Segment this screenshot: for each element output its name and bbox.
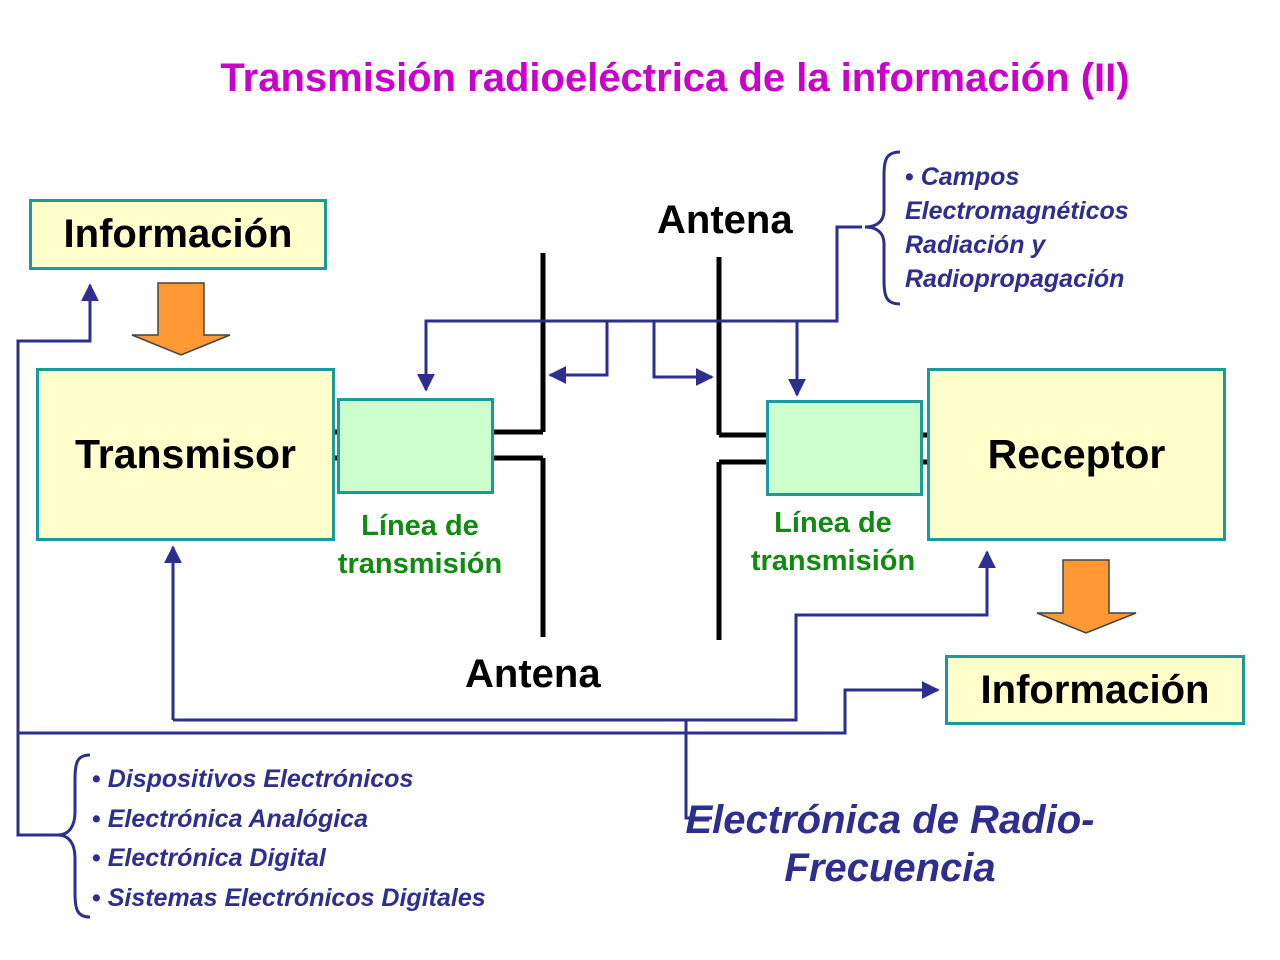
flow-arrow-down-icon: [1036, 559, 1137, 634]
list-item: Electromagnéticos: [905, 197, 1129, 225]
bottom-connectors: [16, 283, 996, 837]
information-source-box: Información: [29, 199, 327, 270]
list-item: • Campos: [905, 163, 1020, 191]
fields-notes-list: • Campos Electromagnéticos Radiación y R…: [905, 160, 1195, 296]
top-connectors: [417, 225, 862, 397]
information-source-label: Información: [63, 212, 293, 256]
antenna-label-bottom: Antena: [465, 652, 601, 696]
transmission-line-left-box: [337, 398, 494, 494]
brace-top: [864, 150, 901, 306]
transmission-line-right-label: Línea de transmisión: [750, 507, 916, 577]
transmission-line-left-label: Línea de transmisión: [337, 510, 503, 580]
transmission-line-right-box: [766, 400, 923, 496]
antenna-label-top: Antena: [657, 198, 793, 242]
footer-caption: Electrónica de Radio- Frecuencia: [685, 798, 1095, 890]
list-item: Electrónica Analógica: [92, 800, 612, 840]
electronics-notes-list: Dispositivos Electrónicos Electrónica An…: [92, 760, 612, 918]
list-item: Sistemas Electrónicos Digitales: [92, 879, 612, 919]
flow-arrow-down-icon: [131, 282, 231, 356]
receiver-box: Receptor: [927, 368, 1226, 541]
list-item: Dispositivos Electrónicos: [92, 760, 612, 800]
brace-bottom: [57, 753, 91, 919]
page-title: Transmisión radioeléctrica de la informa…: [220, 56, 1130, 100]
transmitter-label: Transmisor: [74, 431, 297, 477]
information-destination-label: Información: [980, 667, 1210, 712]
list-item: Radiopropagación: [905, 265, 1125, 293]
list-item: Electrónica Digital: [92, 839, 612, 879]
transmitter-box: Transmisor: [36, 368, 335, 541]
information-destination-box: Información: [945, 655, 1245, 725]
receiver-label: Receptor: [987, 431, 1166, 477]
list-item: Radiación y: [905, 231, 1046, 259]
